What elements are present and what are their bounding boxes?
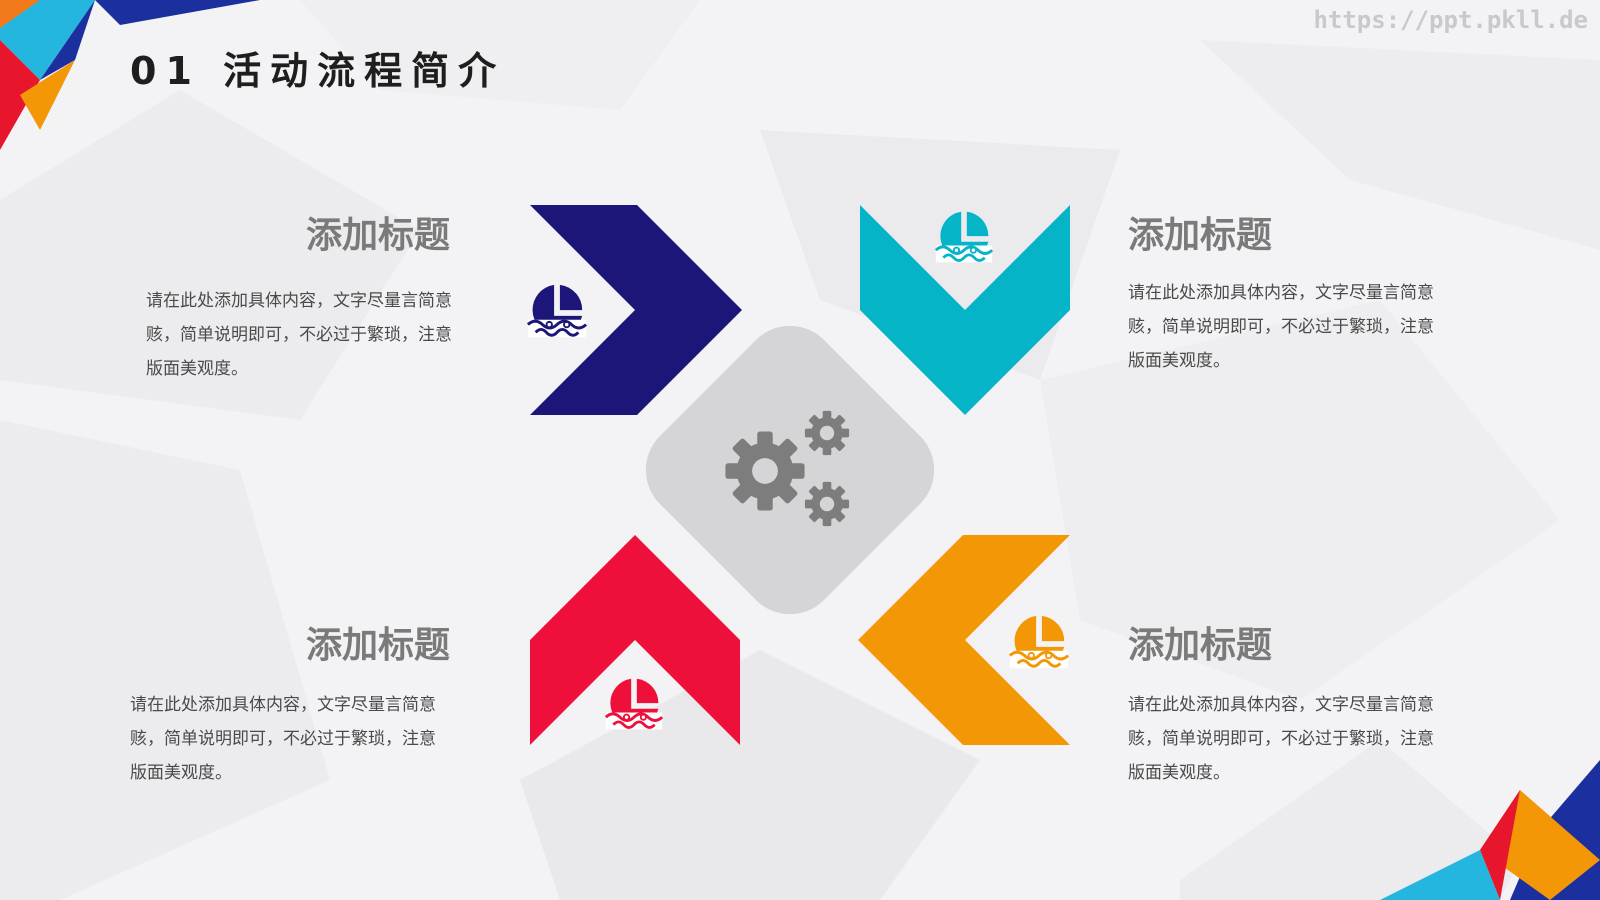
section-heading-bottom-left: 添加标题 <box>306 625 451 666</box>
section-body-top-right: 请在此处添加具体内容，文字尽量言简意赅，简单说明即可，不必过于繁琐，注意版面美观… <box>1128 283 1434 371</box>
section-heading-top-right: 添加标题 <box>1128 215 1273 256</box>
section-body-top-left: 请在此处添加具体内容，文字尽量言简意赅，简单说明即可，不必过于繁琐，注意版面美观… <box>146 291 452 379</box>
pie-chart-wave-icon <box>934 210 994 264</box>
corner-decoration-bottom-right <box>1380 760 1600 900</box>
arrow-left-orange <box>858 535 1070 745</box>
section-body-bottom-right: 请在此处添加具体内容，文字尽量言简意赅，简单说明即可，不必过于繁琐，注意版面美观… <box>1128 695 1434 783</box>
pie-chart-wave-icon <box>1008 614 1070 670</box>
section-heading-bottom-right: 添加标题 <box>1128 625 1273 666</box>
arrow-down-cyan <box>860 205 1070 415</box>
section-heading-top-left: 添加标题 <box>306 215 451 256</box>
section-body-bottom-left: 请在此处添加具体内容，文字尽量言简意赅，简单说明即可，不必过于繁琐，注意版面美观… <box>130 695 436 783</box>
arrow-up-red <box>530 535 740 745</box>
watermark: https://ppt.pkll.de <box>1313 6 1588 34</box>
arrow-right-navy <box>530 205 742 415</box>
pie-chart-wave-icon <box>526 283 588 339</box>
pie-chart-wave-icon <box>604 677 664 731</box>
corner-decoration-top-left <box>0 0 260 150</box>
slide-title: 01 活动流程简介 <box>130 49 506 93</box>
